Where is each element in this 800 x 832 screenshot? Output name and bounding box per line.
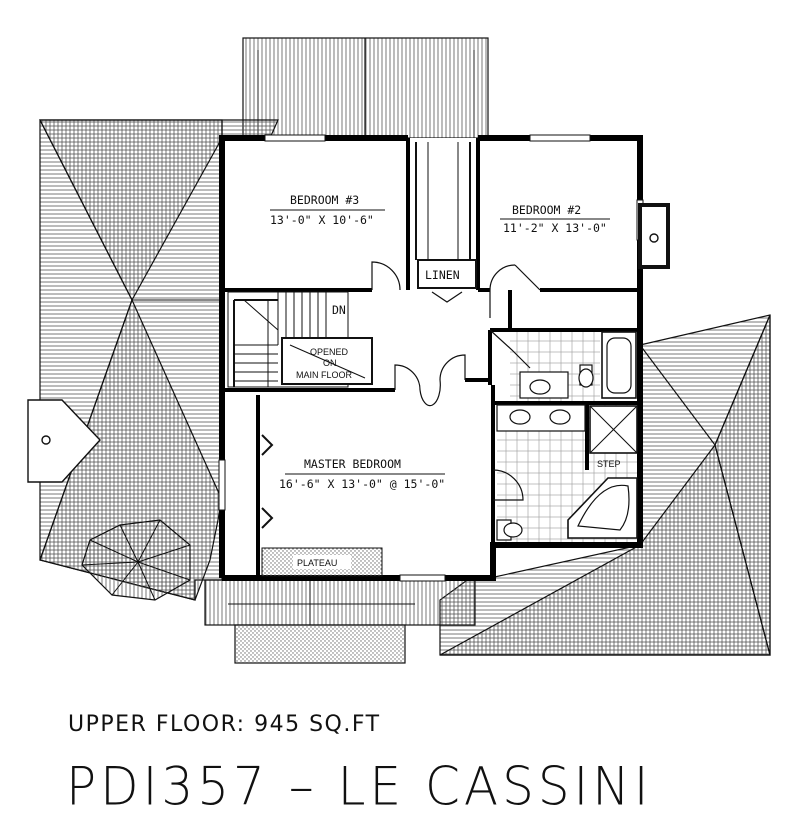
svg-text:OPENED: OPENED	[310, 347, 349, 357]
stair-down-label: DN	[332, 303, 346, 317]
svg-text:PLATEAU: PLATEAU	[297, 558, 337, 568]
svg-text:MAIN FLOOR: MAIN FLOOR	[296, 370, 353, 380]
closet-doors	[261, 434, 274, 529]
svg-text:MASTER BEDROOM: MASTER BEDROOM	[304, 457, 401, 471]
closet-shaft	[415, 142, 471, 260]
interior-walls	[222, 138, 640, 578]
svg-text:11'-2" X 13'-0": 11'-2" X 13'-0"	[503, 221, 607, 235]
svg-text:13'-0" X 10'-6": 13'-0" X 10'-6"	[270, 213, 374, 227]
floor-plan: DN OPENED ON MAIN FLOOR LINEN	[27, 37, 771, 664]
floor-area-caption: UPPER FLOOR: 945 SQ.FT	[68, 712, 381, 737]
svg-text:BEDROOM #2: BEDROOM #2	[512, 203, 581, 217]
roof-top	[242, 37, 489, 139]
svg-text:LINEN: LINEN	[425, 268, 460, 282]
shower: STEP	[589, 405, 638, 469]
room-label-bedroom-3: BEDROOM #3 13'-0" X 10'-6"	[270, 193, 385, 227]
opened-to-below-box: OPENED ON MAIN FLOOR	[281, 337, 373, 385]
bay-window-roof	[81, 519, 191, 601]
linen-closet: LINEN	[417, 259, 477, 303]
roof-bottom-porch	[204, 579, 476, 664]
exterior-walls	[219, 135, 643, 581]
corner-tub	[567, 477, 638, 539]
plan-title: PDI357 – LE CASSINI	[66, 756, 653, 817]
room-label-master-bedroom: MASTER BEDROOM 16'-6" X 13'-0" @ 15'-0"	[279, 457, 445, 491]
plateau: PLATEAU	[261, 547, 383, 577]
svg-text:16'-6" X 13'-0" @ 15'-0": 16'-6" X 13'-0" @ 15'-0"	[279, 477, 445, 491]
vanity-master-bath	[496, 404, 586, 432]
svg-text:ON: ON	[323, 358, 337, 368]
vanity-ensuite	[519, 371, 569, 399]
toilet-ensuite	[578, 364, 594, 388]
chimney-right	[638, 203, 670, 269]
svg-text:BEDROOM #3: BEDROOM #3	[290, 193, 359, 207]
chimney-left	[27, 399, 101, 483]
door-swings	[371, 261, 541, 501]
svg-text:STEP: STEP	[597, 459, 621, 469]
room-label-bedroom-2: BEDROOM #2 11'-2" X 13'-0"	[500, 203, 610, 235]
toilet-master-bath	[496, 519, 523, 541]
bathtub	[601, 331, 637, 399]
roof-right	[439, 314, 771, 656]
